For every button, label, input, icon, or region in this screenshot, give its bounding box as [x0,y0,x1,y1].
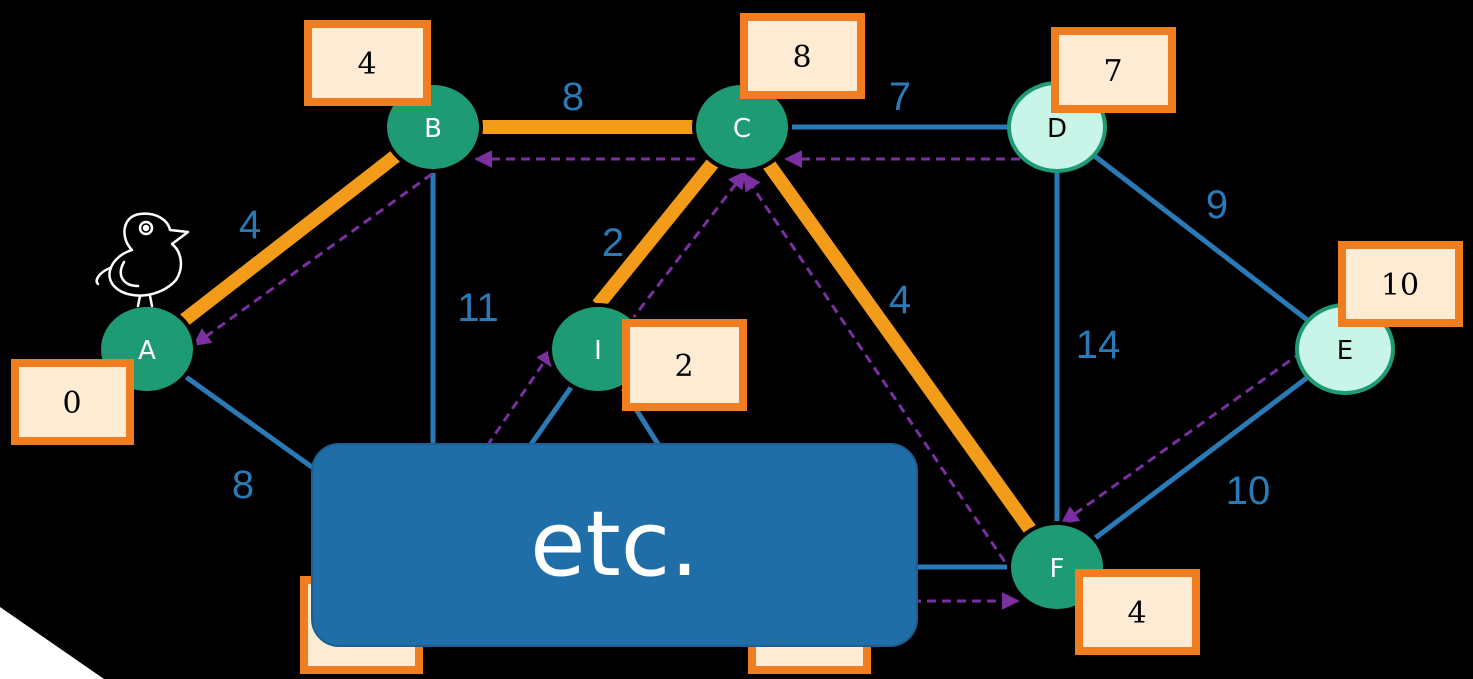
node-c[interactable]: C [692,81,792,173]
tree-edge-c-f [736,122,1063,572]
distance-value-f: 4 [1127,596,1146,631]
edge-weight-b-c: 8 [562,75,584,119]
arrow-h-to-i [485,347,555,447]
edge-weight-c-f: 4 [889,278,911,322]
edge-d-e [1055,125,1347,351]
node-label-c: C [733,114,751,144]
distance-value-b: 4 [357,47,376,82]
edge-weight-a-h: 8 [232,463,254,507]
distance-box-c: 8 [740,13,865,99]
distance-box-e: 10 [1338,241,1463,327]
edge-weight-c-d: 7 [889,75,911,119]
arrows-layer [192,150,1303,610]
arrow-b-to-a [192,172,433,347]
edge-weight-c-i: 2 [602,221,624,265]
bird-icon [95,212,190,308]
arrow-f-to-c [742,172,1015,575]
node-label-b: B [424,114,442,144]
node-label-f: F [1050,554,1065,584]
arrow-i-to-c [628,170,747,323]
edge-e-f [1055,347,1347,569]
edge-weight-d-e: 9 [1206,183,1228,227]
distance-box-a: 0 [11,359,134,445]
edge-weight-e-f: 10 [1226,469,1271,513]
slide-corner-shape [0,607,104,679]
node-label-d: D [1047,114,1067,144]
arrow-e-to-f [1060,350,1303,525]
tree-edge-a-b [142,121,438,355]
edge-weight-d-f: 14 [1076,323,1121,367]
distance-box-i: 2 [622,319,747,411]
distance-value-d: 7 [1103,54,1122,89]
distance-value-e: 10 [1381,268,1419,303]
distance-box-d: 7 [1051,27,1176,113]
slide-number: 04 [0,653,16,672]
node-label-a: A [138,336,156,366]
node-label-i: I [594,336,602,366]
distance-value-i: 2 [674,349,693,384]
etc-callout: etc. [311,443,918,647]
distance-box-b: 4 [304,20,431,106]
distance-value-a: 0 [62,386,81,421]
etc-callout-text: etc. [530,492,699,597]
edge-labels: 4 8 7 9 2 4 14 10 11 8 [232,75,1270,513]
node-label-e: E [1337,336,1353,366]
distance-value-c: 8 [792,40,811,75]
edge-weight-b-h: 11 [457,286,499,330]
edge-weight-a-b: 4 [239,203,261,247]
distance-box-f: 4 [1075,569,1200,655]
